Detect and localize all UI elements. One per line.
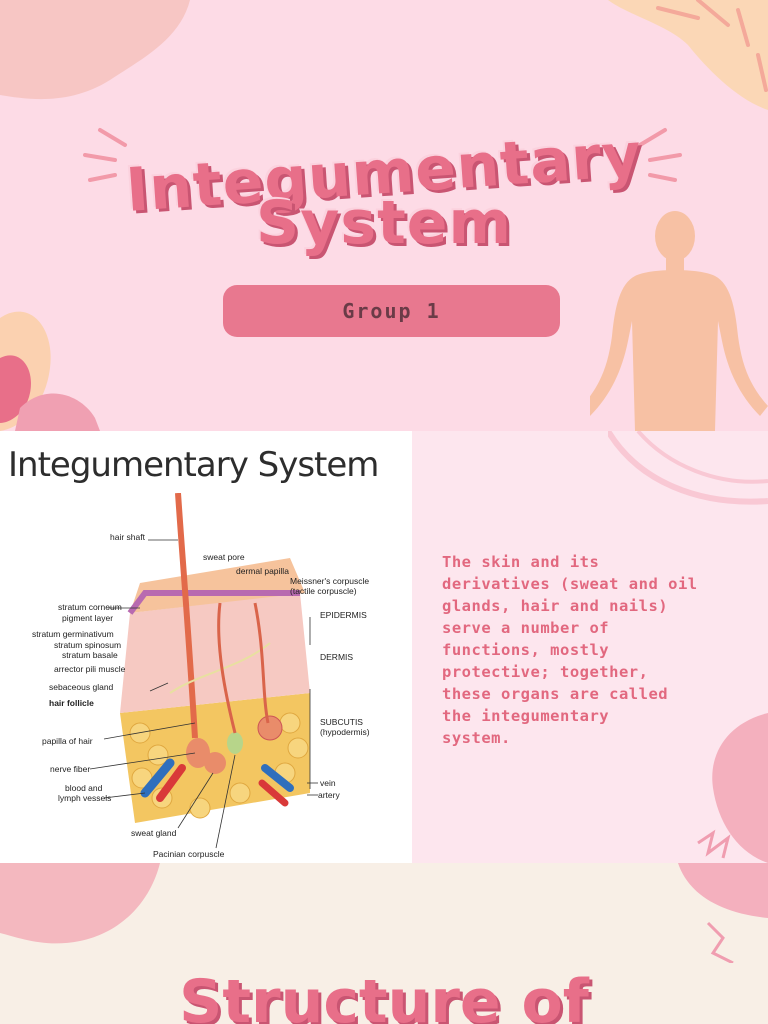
description-line: these organs are called bbox=[442, 685, 669, 703]
content-slide: Integumentary System bbox=[0, 431, 768, 863]
label-pacinian: Pacinian corpuscle bbox=[153, 849, 225, 859]
label-vein: vein bbox=[320, 778, 336, 788]
description-line: protective; together, bbox=[442, 663, 649, 681]
section-slide: Structure of bbox=[0, 863, 768, 1024]
decorative-blob-left bbox=[0, 863, 160, 944]
skin-cross-section-diagram bbox=[89, 493, 318, 849]
label-artery: artery bbox=[318, 790, 340, 800]
label-papilla-of-hair: papilla of hair bbox=[42, 736, 93, 746]
label-meissner: Meissner's corpuscle bbox=[290, 576, 370, 586]
label-meissner-alt: (tactile corpuscle) bbox=[290, 586, 357, 596]
description-line: the integumentary bbox=[442, 707, 610, 725]
label-hair-shaft: hair shaft bbox=[110, 532, 145, 542]
decorative-rays-left bbox=[83, 128, 127, 182]
decorative-leaves-left bbox=[0, 311, 100, 431]
label-stratum-basale: stratum basale bbox=[62, 650, 118, 660]
decorative-rays-right bbox=[638, 128, 682, 182]
label-stratum-corneum: stratum corneum bbox=[58, 602, 122, 612]
description-text: The skin and its derivatives (sweat and … bbox=[442, 551, 742, 749]
section-title: Structure of bbox=[179, 967, 589, 1024]
description-line: serve a number of bbox=[442, 619, 610, 637]
decorative-blob-top-left bbox=[0, 0, 190, 100]
label-blood-lymph-1: blood and bbox=[65, 783, 103, 793]
slide-title-line2: System bbox=[256, 188, 512, 258]
skin-diagram-panel: Integumentary System bbox=[0, 431, 412, 863]
label-stratum-spinosum: stratum spinosum bbox=[54, 640, 122, 650]
label-sweat-pore: sweat pore bbox=[203, 552, 245, 562]
decorative-blob-right bbox=[697, 713, 768, 863]
description-line: glands, hair and nails) bbox=[442, 597, 669, 615]
label-hair-follicle: hair follicle bbox=[49, 698, 94, 708]
label-dermis: DERMIS bbox=[320, 652, 354, 662]
label-hypodermis: (hypodermis) bbox=[320, 727, 370, 737]
label-sebaceous-gland: sebaceous gland bbox=[49, 682, 114, 692]
title-slide: Integumentary System Group 1 bbox=[0, 0, 768, 431]
group-label: Group 1 bbox=[342, 299, 441, 323]
label-dermal-papilla: dermal papilla bbox=[236, 566, 289, 576]
decorative-blob-right bbox=[678, 863, 768, 963]
label-nerve-fiber: nerve fiber bbox=[50, 764, 91, 774]
diagram-heading: Integumentary System bbox=[8, 445, 379, 485]
label-epidermis: EPIDERMIS bbox=[320, 610, 367, 620]
label-stratum-germinativum: stratum germinativum bbox=[32, 629, 114, 639]
label-subcutis: SUBCUTIS bbox=[320, 717, 363, 727]
description-line: functions, mostly bbox=[442, 641, 610, 659]
decorative-swirl-top-right bbox=[608, 431, 768, 505]
label-sweat-gland: sweat gland bbox=[131, 828, 177, 838]
label-arrector-pili: arrector pili muscle bbox=[54, 664, 126, 674]
label-pigment-layer: pigment layer bbox=[62, 613, 114, 623]
group-pill: Group 1 bbox=[223, 285, 560, 337]
description-line: system. bbox=[442, 729, 511, 747]
decorative-blob-top-right bbox=[608, 0, 768, 110]
description-line: derivatives (sweat and oil bbox=[442, 575, 698, 593]
label-blood-lymph-2: lymph vessels bbox=[58, 793, 112, 803]
human-silhouette-icon bbox=[590, 211, 768, 431]
description-line: The skin and its bbox=[442, 553, 600, 571]
